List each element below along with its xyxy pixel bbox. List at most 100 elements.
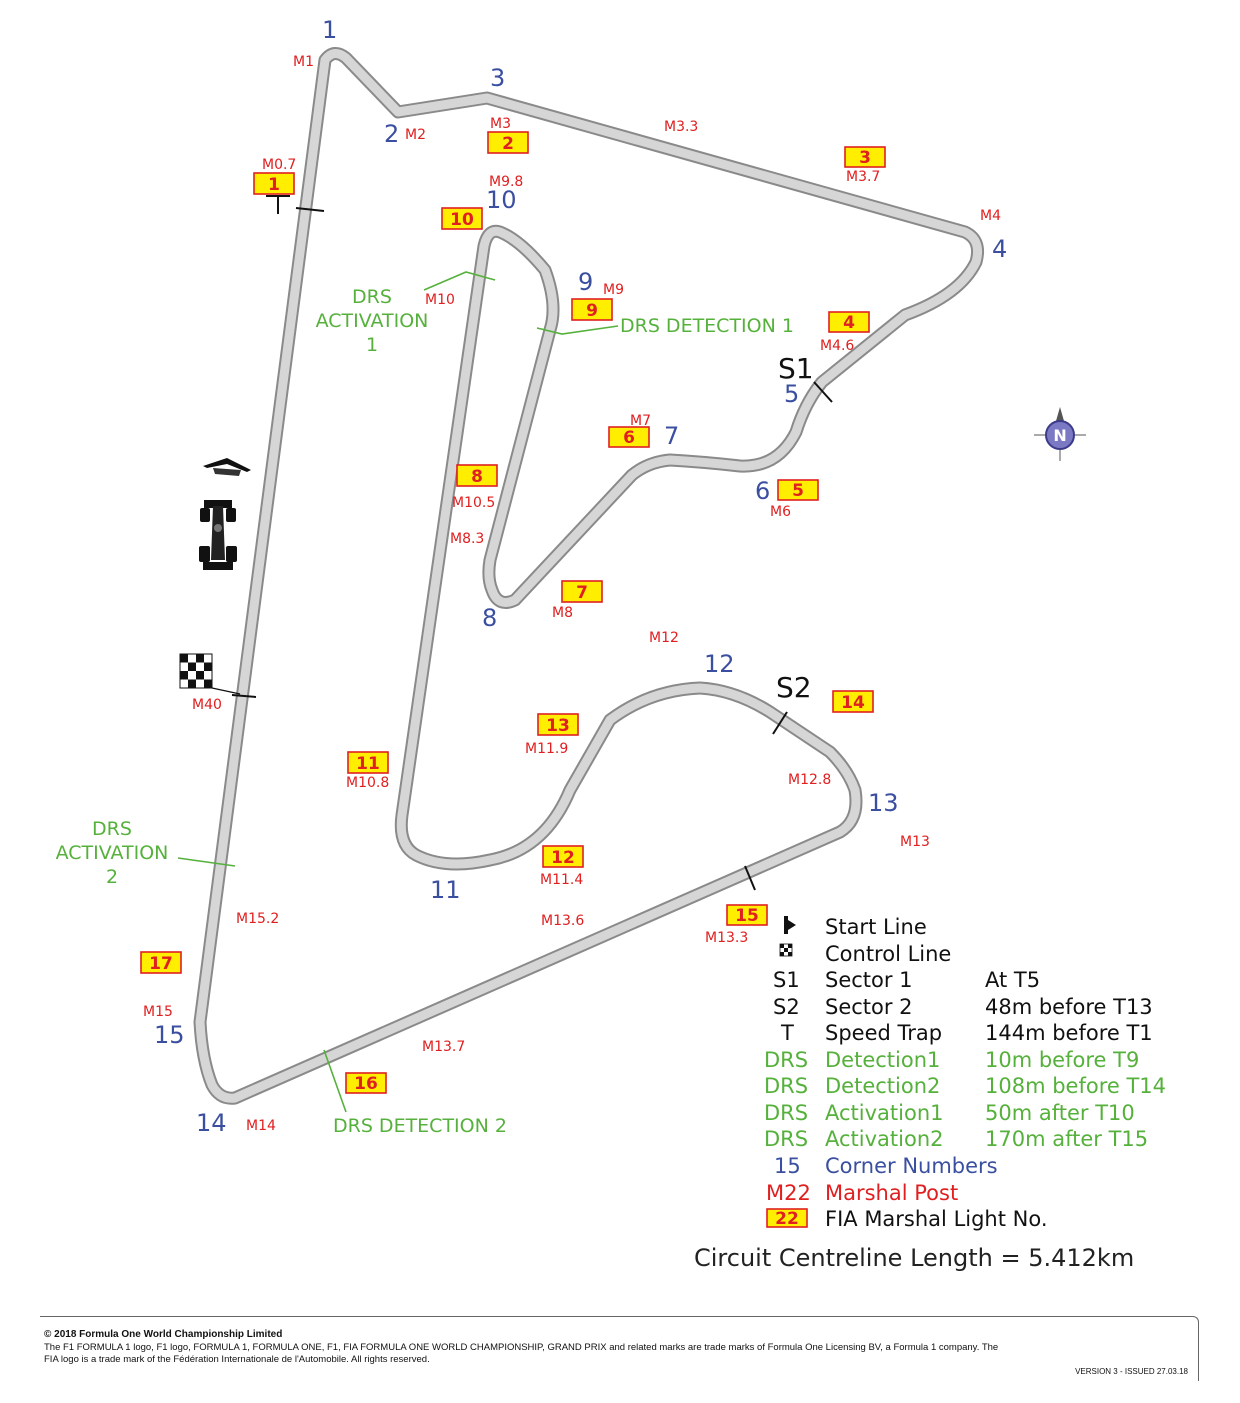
marshal-post-label: M13.7 (422, 1039, 465, 1055)
corner-label: 10 (486, 186, 517, 214)
timing-line-15 (744, 865, 756, 891)
marshal-post-label: M3.7 (846, 169, 880, 185)
legend-row: Control Line (779, 942, 951, 966)
compass-icon: N (1034, 407, 1086, 461)
svg-text:N: N (1053, 426, 1066, 445)
svg-text:Activation1: Activation1 (825, 1101, 944, 1125)
corner-label: 13 (868, 789, 899, 817)
drs-activation-2: DRS ACTIVATION 2 (56, 818, 236, 888)
marshal-post-label: M1 (293, 54, 314, 70)
legend-row: M22 Marshal Post (766, 1181, 958, 1205)
centreline-length: Circuit Centreline Length = 5.412km (694, 1244, 1134, 1272)
timing-lines (231, 207, 833, 891)
legend-row: S2 Sector 2 48m before T13 (773, 995, 1153, 1019)
svg-text:50m after T10: 50m after T10 (985, 1101, 1135, 1125)
marshal-post-label: M12 (649, 630, 679, 646)
trademark-text: The F1 FORMULA 1 logo, F1 logo, FORMULA … (44, 1342, 999, 1365)
circuit-map: 1 2 3 4 5 6 7 8 9 10 11 12 13 14 15 M1 M… (56, 16, 1166, 1272)
svg-text:13: 13 (546, 716, 570, 736)
svg-text:17: 17 (149, 954, 173, 974)
corner-label: 3 (490, 64, 505, 92)
svg-text:144m before T1: 144m before T1 (985, 1021, 1153, 1045)
marshal-post-label: M2 (405, 127, 426, 143)
legend-row: 15 Corner Numbers (774, 1154, 998, 1178)
svg-text:14: 14 (841, 693, 865, 713)
marshal-posts: M1 M2 M3 M3.3 M3.7 M4 M4.6 M6 M7 M8 M8.3… (143, 54, 1001, 1134)
svg-text:Speed Trap: Speed Trap (825, 1021, 942, 1045)
marshal-post-label: M15 (143, 1004, 173, 1020)
svg-text:DRS: DRS (92, 818, 132, 840)
marshal-post-label: M40 (192, 697, 222, 713)
legend-row: 22 FIA Marshal Light No. (766, 1207, 1048, 1231)
svg-text:11: 11 (356, 754, 380, 774)
checkered-flag-icon (179, 653, 241, 695)
svg-text:At T5: At T5 (985, 968, 1040, 992)
marshal-post-label: M3.3 (664, 119, 698, 135)
drs-activation-1: DRS ACTIVATION 1 (316, 271, 496, 356)
svg-text:S2: S2 (773, 995, 800, 1019)
svg-text:FIA Marshal Light No.: FIA Marshal Light No. (825, 1207, 1048, 1231)
control-line (231, 694, 257, 698)
svg-text:Detection1: Detection1 (825, 1048, 940, 1072)
svg-text:ACTIVATION: ACTIVATION (56, 842, 169, 864)
marshal-post-label: M3 (490, 116, 511, 132)
corner-label: 9 (578, 268, 593, 296)
marshal-post-label: M4 (980, 208, 1001, 224)
corner-label: 15 (154, 1021, 185, 1049)
marshal-post-label: M10 (425, 292, 455, 308)
marshal-light-6: 6 (608, 426, 650, 448)
svg-text:M22: M22 (766, 1181, 811, 1205)
marshal-post-label: M13.6 (541, 913, 584, 929)
marshal-light-9: 9 (571, 298, 613, 321)
marshal-post-label: M9 (603, 282, 624, 298)
svg-text:108m before T14: 108m before T14 (985, 1074, 1166, 1098)
marshal-post-label: M11.9 (525, 741, 568, 757)
sector2-line (772, 711, 788, 735)
marshal-post-label: M6 (770, 504, 791, 520)
svg-text:48m before T13: 48m before T13 (985, 995, 1153, 1019)
marshal-post-label: M9.8 (489, 174, 523, 190)
svg-text:ACTIVATION: ACTIVATION (316, 310, 429, 332)
sector2-label: S2 (776, 671, 812, 704)
svg-text:8: 8 (471, 467, 483, 487)
legend-row: S1 Sector 1 At T5 (773, 968, 1040, 992)
svg-text:15: 15 (735, 906, 759, 926)
marshal-light-15: 15 (726, 904, 768, 926)
start-line-icon (784, 916, 796, 934)
corner-label: 14 (196, 1109, 227, 1137)
legend-row: DRS Activation2 170m after T15 (764, 1127, 1148, 1151)
marshal-post-label: M4.6 (820, 338, 854, 354)
svg-text:Sector 1: Sector 1 (825, 968, 913, 992)
svg-text:2: 2 (106, 866, 118, 888)
svg-text:170m after T15: 170m after T15 (985, 1127, 1148, 1151)
svg-text:S1: S1 (773, 968, 800, 992)
svg-text:DRS DETECTION 2: DRS DETECTION 2 (333, 1115, 507, 1137)
marshal-post-label: M8.3 (450, 531, 484, 547)
svg-text:Detection2: Detection2 (825, 1074, 940, 1098)
marshal-light-16: 16 (345, 1072, 387, 1094)
marshal-post-label: M13 (900, 834, 930, 850)
corner-label: 11 (430, 876, 461, 904)
corner-label: 12 (704, 650, 735, 678)
svg-text:Start Line: Start Line (825, 915, 927, 939)
marshal-lights: 1 2 3 4 5 6 7 8 9 10 11 12 13 14 15 16 1… (140, 131, 886, 1094)
marshal-post-label: M0.7 (262, 157, 296, 173)
marshal-light-3: 3 (844, 146, 886, 168)
svg-text:16: 16 (354, 1074, 378, 1094)
speed-trap-line (295, 207, 325, 212)
marshal-post-label: M15.2 (236, 911, 279, 927)
legend-row: DRS Detection1 10m before T9 (764, 1048, 1139, 1072)
marshal-post-label: M8 (552, 605, 573, 621)
legend-row: T Speed Trap 144m before T1 (780, 1021, 1153, 1045)
svg-text:Sector 2: Sector 2 (825, 995, 913, 1019)
pit-building-icon (203, 458, 251, 476)
svg-text:10: 10 (450, 210, 474, 230)
marshal-light-8: 8 (456, 464, 498, 487)
marshal-light-1: 1 (253, 172, 295, 195)
legend-row: DRS Activation1 50m after T10 (764, 1101, 1135, 1125)
marshal-post-label: M14 (246, 1118, 276, 1134)
copyright-text: © 2018 Formula One World Championship Li… (44, 1329, 283, 1340)
marshal-light-12: 12 (542, 845, 584, 868)
svg-text:1: 1 (268, 175, 280, 195)
corner-label: 7 (664, 422, 679, 450)
